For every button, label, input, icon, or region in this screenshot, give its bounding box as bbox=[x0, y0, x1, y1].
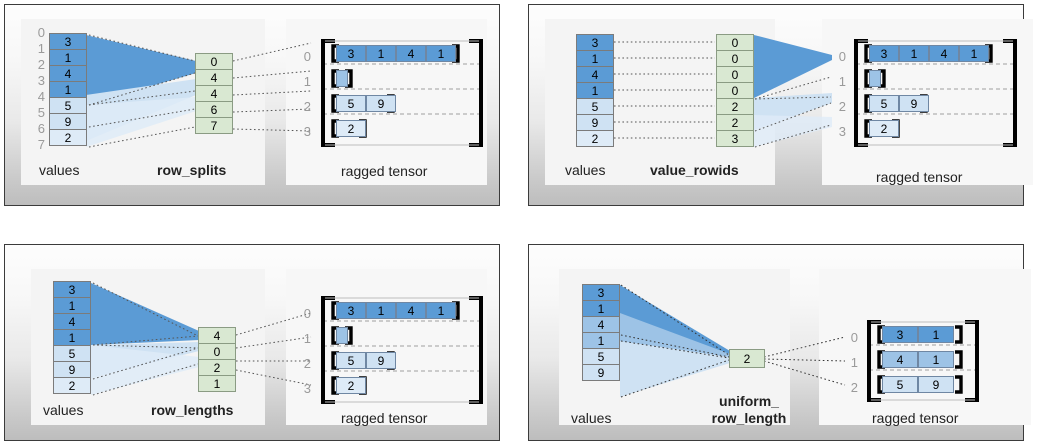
tensor-cell: 1 bbox=[918, 351, 954, 368]
tensor-label: ragged tensor bbox=[341, 410, 428, 426]
encoding-cell: 0 bbox=[198, 343, 236, 360]
boundary-index-1: 1 bbox=[37, 41, 45, 56]
boundary-index-3: 3 bbox=[37, 73, 45, 88]
tensor-label: ragged tensor bbox=[872, 410, 959, 426]
boundary-index-5: 5 bbox=[37, 105, 45, 120]
tensor-cell: 2 bbox=[869, 120, 899, 137]
encoding-label: row_splits bbox=[157, 162, 227, 178]
encoding-label-line2: row_length bbox=[711, 410, 787, 426]
tensor-cell: 1 bbox=[899, 45, 929, 62]
tensor-cell: 5 bbox=[336, 352, 366, 369]
boundary-index-7: 7 bbox=[37, 137, 45, 152]
tensor-row-index: 2 bbox=[303, 356, 311, 371]
tensor-row-index: 2 bbox=[838, 99, 846, 114]
connector-layer-row-lengths bbox=[91, 282, 312, 396]
tensor-row-index: 2 bbox=[303, 99, 311, 114]
value-cell: 2 bbox=[49, 129, 87, 146]
values-label: values bbox=[571, 410, 612, 426]
encoding-label: row_lengths bbox=[151, 402, 234, 418]
encoding-label: value_rowids bbox=[650, 162, 739, 178]
tensor-row-index: 0 bbox=[850, 330, 858, 345]
tensor-row-index: 1 bbox=[303, 331, 311, 346]
boundary-index-2: 2 bbox=[37, 57, 45, 72]
tensor-cell: 9 bbox=[366, 352, 396, 369]
boundary-index-4: 4 bbox=[37, 89, 45, 104]
tensor-cell: 1 bbox=[918, 326, 954, 343]
tensor-cell: 3 bbox=[869, 45, 899, 62]
boundary-index-0: 0 bbox=[37, 25, 45, 40]
tensor-cell: 3 bbox=[336, 302, 366, 319]
tensor-cell: 1 bbox=[959, 45, 989, 62]
values-label: values bbox=[565, 162, 606, 178]
value-cell: 9 bbox=[582, 364, 620, 381]
ragged-tensor-bracket-uniform-row-length bbox=[867, 320, 979, 402]
tensor-row-index: 3 bbox=[838, 124, 846, 139]
panel-value-rowids: 3 1 4 1 5 9 2 0 0 0 0 2 2 3 0 1 2 3 bbox=[528, 4, 1033, 206]
tensor-cell: 5 bbox=[882, 376, 918, 393]
encoding-label-line1: uniform_ bbox=[719, 393, 779, 409]
connector-layer-row-splits bbox=[86, 34, 312, 148]
boundary-index-6: 6 bbox=[37, 121, 45, 136]
card-tensor-row-lengths bbox=[286, 269, 487, 425]
tensor-cell: 4 bbox=[882, 351, 918, 368]
ragged-tensor-bracket-value-rowids bbox=[854, 39, 1017, 147]
tensor-cell: 1 bbox=[426, 302, 456, 319]
tensor-cell: 9 bbox=[899, 95, 929, 112]
tensor-cell: 5 bbox=[869, 95, 899, 112]
tensor-cell: 2 bbox=[336, 120, 366, 137]
card-tensor-uniform-row-length bbox=[819, 269, 1031, 425]
tensor-cell: 5 bbox=[336, 95, 366, 112]
tensor-row-index: 2 bbox=[850, 380, 858, 395]
tensor-cell: 4 bbox=[929, 45, 959, 62]
tensor-cell: 9 bbox=[366, 95, 396, 112]
tensor-cell: 4 bbox=[396, 302, 426, 319]
tensor-row-index: 3 bbox=[303, 381, 311, 396]
encoding-cell: 7 bbox=[195, 117, 233, 134]
tensor-label: ragged tensor bbox=[341, 163, 428, 179]
tensor-row-index: 1 bbox=[850, 355, 858, 370]
tensor-cell: 1 bbox=[366, 45, 396, 62]
value-cell: 2 bbox=[53, 377, 91, 394]
tensor-cell: 2 bbox=[336, 377, 366, 394]
panel-row-lengths: 3 1 4 1 5 9 2 4 0 2 1 0 1 2 3 bbox=[4, 244, 500, 441]
tensor-cell-empty bbox=[869, 70, 881, 87]
tensor-label: ragged tensor bbox=[876, 169, 963, 185]
tensor-cell: 9 bbox=[918, 376, 954, 393]
tensor-row-index: 0 bbox=[838, 49, 846, 64]
encoding-cell: 3 bbox=[716, 130, 754, 147]
tensor-cell-empty bbox=[336, 70, 348, 87]
tensor-cell: 3 bbox=[336, 45, 366, 62]
tensor-cell: 4 bbox=[396, 45, 426, 62]
connector-layer-uniform-row-length bbox=[620, 284, 846, 398]
connector-layer-value-rowids bbox=[614, 35, 832, 148]
tensor-row-index: 3 bbox=[303, 124, 311, 139]
tensor-cell: 1 bbox=[426, 45, 456, 62]
panel-uniform-row-length: 3 1 4 1 5 9 2 0 1 2 bbox=[528, 244, 1031, 441]
tensor-cell: 3 bbox=[882, 326, 918, 343]
value-cell: 2 bbox=[576, 130, 614, 147]
values-label: values bbox=[39, 162, 80, 178]
panel-row-splits: 0 1 2 3 4 5 6 7 3 1 4 1 5 9 2 0 4 4 6 7 … bbox=[4, 4, 500, 206]
tensor-row-index: 0 bbox=[303, 306, 311, 321]
encoding-cell: 1 bbox=[198, 375, 236, 392]
tensor-row-index: 1 bbox=[838, 74, 846, 89]
encoding-cell: 2 bbox=[729, 349, 765, 368]
values-label: values bbox=[43, 402, 84, 418]
tensor-cell: 1 bbox=[366, 302, 396, 319]
tensor-cell-empty bbox=[336, 327, 348, 344]
tensor-row-index: 1 bbox=[303, 74, 311, 89]
tensor-row-index: 0 bbox=[303, 49, 311, 64]
